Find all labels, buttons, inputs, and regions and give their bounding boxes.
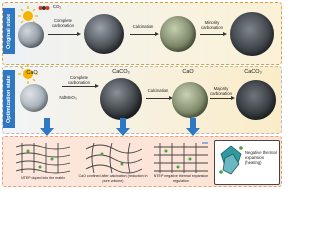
caco3-particle-original	[84, 14, 124, 54]
caco3-particle-majority	[236, 80, 276, 120]
arrow-complete-carbonation-optimized	[62, 84, 99, 88]
cao-particle-calcined-optimized	[172, 82, 208, 118]
caco3-particle-minority	[230, 12, 274, 56]
dopant-label: NdMnO₃	[59, 95, 77, 100]
step-complete-carbonation-optimized: Complete carbonation	[68, 75, 90, 85]
step-complete-carbonation-original: Complete carbonation	[52, 18, 74, 28]
step-majority-carbonation: Majority carbonation	[210, 86, 232, 96]
mesh-ntep-doped	[15, 143, 71, 174]
caco3-particle-optimized	[100, 78, 142, 120]
arrow-calcination-original	[130, 32, 159, 36]
cao-particle-original	[18, 22, 44, 48]
step-minority-carbonation: Minority carbonation	[201, 20, 223, 30]
mesh-ntep-regulation	[154, 142, 208, 173]
legend-label: Negative thermal expansion (heating)	[245, 150, 277, 165]
arrow-calcination-optimized	[146, 96, 173, 100]
mesh-cao-confined	[85, 142, 142, 174]
original-state-label: Original state	[3, 8, 15, 54]
mesh1-caption: NTEP doped into the matrix	[20, 176, 66, 180]
arrow-complete-carbonation-original	[48, 32, 81, 36]
connector-arrows	[40, 118, 200, 136]
co2-label: CO₂	[52, 4, 62, 9]
arrow-minority-carbonation	[200, 32, 227, 36]
co2-molecule-icon	[38, 6, 50, 10]
step-calcination-original: Calcination	[132, 24, 154, 29]
mesh3-caption: NTEP negative thermal expansion regulati…	[153, 174, 209, 183]
cao-particle-doped	[20, 84, 48, 112]
arrow-majority-carbonation	[210, 96, 235, 100]
cao-label-1: CaO	[26, 70, 38, 76]
sun-icon	[18, 6, 38, 26]
mesh2-caption: CaO confined after calcination (reductio…	[78, 174, 148, 183]
sun-icon-optimization	[18, 64, 38, 84]
caco3-label-2: CaCO₃	[244, 69, 262, 75]
cao-particle-calcined-original	[160, 16, 196, 52]
caco3-label-1: CaCO₃	[112, 69, 130, 75]
crystal-structure-icon	[219, 145, 243, 175]
step-calcination-optimized: Calcination	[147, 88, 169, 93]
cao-label-2: CaO	[182, 69, 194, 75]
optimization-state-label: Optimization state	[3, 70, 15, 128]
